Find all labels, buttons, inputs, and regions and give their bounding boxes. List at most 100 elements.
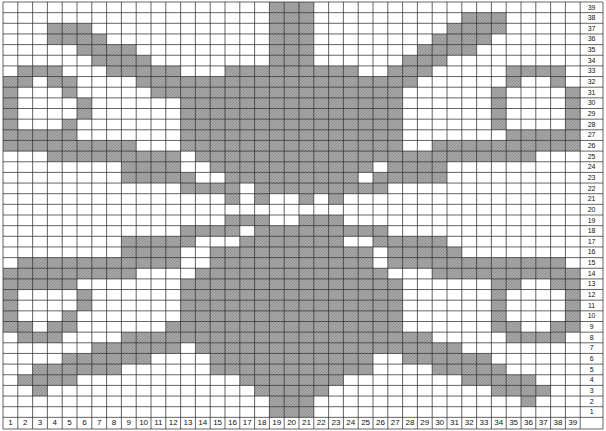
shaded-cell — [314, 162, 329, 173]
shaded-cell — [491, 258, 506, 269]
row-number: 33 — [581, 67, 602, 74]
shaded-cell — [373, 140, 388, 151]
grid-line — [3, 353, 603, 354]
shaded-cell — [358, 151, 373, 162]
shaded-cell — [77, 151, 92, 162]
shaded-cell — [181, 119, 196, 130]
shaded-cell — [255, 194, 270, 205]
column-number: 33 — [477, 419, 492, 427]
shaded-cell — [33, 130, 48, 141]
shaded-cell — [92, 151, 107, 162]
shaded-cell — [284, 279, 299, 290]
column-number: 8 — [107, 419, 122, 427]
shaded-cell — [77, 290, 92, 301]
shaded-cell — [269, 119, 284, 130]
shaded-cell — [92, 34, 107, 45]
shaded-cell — [62, 87, 77, 98]
row-number: 21 — [581, 195, 602, 202]
grid-line — [3, 374, 603, 375]
shaded-cell — [329, 109, 344, 120]
shaded-cell — [33, 140, 48, 151]
shaded-cell — [210, 247, 225, 258]
column-number: 1 — [3, 419, 18, 427]
shaded-cell — [269, 247, 284, 258]
shaded-cell — [255, 130, 270, 141]
shaded-cell — [388, 247, 403, 258]
shaded-cell — [417, 343, 432, 354]
column-number: 4 — [47, 419, 62, 427]
column-number: 28 — [403, 419, 418, 427]
shaded-cell — [329, 247, 344, 258]
shaded-cell — [491, 279, 506, 290]
shaded-cell — [136, 77, 151, 88]
grid-line — [3, 161, 603, 162]
column-number: 2 — [18, 419, 33, 427]
shaded-cell — [269, 396, 284, 407]
shaded-cell — [299, 98, 314, 109]
shaded-cell — [210, 87, 225, 98]
shaded-cell — [33, 279, 48, 290]
column-number: 37 — [536, 419, 551, 427]
column-number: 31 — [447, 419, 462, 427]
shaded-cell — [506, 140, 521, 151]
shaded-cell — [77, 353, 92, 364]
shaded-cell — [343, 77, 358, 88]
shaded-cell — [284, 322, 299, 333]
shaded-cell — [269, 45, 284, 56]
shaded-cell — [255, 343, 270, 354]
shaded-cell — [210, 151, 225, 162]
grid-line — [3, 183, 603, 184]
shaded-cell — [329, 215, 344, 226]
shaded-cell — [314, 258, 329, 269]
shaded-cell — [388, 172, 403, 183]
shaded-cell — [77, 23, 92, 34]
shaded-cell — [225, 183, 240, 194]
shaded-cell — [403, 151, 418, 162]
shaded-cell — [358, 343, 373, 354]
shaded-cell — [269, 279, 284, 290]
column-number: 18 — [255, 419, 270, 427]
shaded-cell — [136, 353, 151, 364]
shaded-cell — [299, 247, 314, 258]
shaded-cell — [388, 119, 403, 130]
shaded-cell — [269, 66, 284, 77]
shaded-cell — [284, 236, 299, 247]
shaded-cell — [136, 258, 151, 269]
row-number: 20 — [581, 206, 602, 213]
shaded-cell — [195, 119, 210, 130]
shaded-cell — [343, 98, 358, 109]
shaded-cell — [403, 332, 418, 343]
row-number: 25 — [581, 153, 602, 160]
shaded-cell — [417, 258, 432, 269]
shaded-cell — [195, 300, 210, 311]
shaded-cell — [565, 300, 580, 311]
shaded-cell — [536, 258, 551, 269]
shaded-cell — [314, 332, 329, 343]
shaded-cell — [210, 258, 225, 269]
shaded-cell — [62, 375, 77, 386]
shaded-cell — [477, 140, 492, 151]
shaded-cell — [77, 34, 92, 45]
shaded-cell — [151, 77, 166, 88]
shaded-cell — [210, 226, 225, 237]
shaded-cell — [403, 247, 418, 258]
shaded-cell — [269, 109, 284, 120]
shaded-cell — [491, 385, 506, 396]
shaded-cell — [181, 322, 196, 333]
shaded-cell — [284, 87, 299, 98]
shaded-cell — [121, 151, 136, 162]
grid-line — [3, 193, 603, 194]
shaded-cell — [358, 332, 373, 343]
shaded-cell — [477, 268, 492, 279]
shaded-cell — [343, 258, 358, 269]
shaded-cell — [240, 332, 255, 343]
shaded-cell — [373, 226, 388, 237]
shaded-cell — [225, 332, 240, 343]
shaded-cell — [284, 151, 299, 162]
shaded-cell — [536, 385, 551, 396]
shaded-cell — [151, 247, 166, 258]
shaded-cell — [62, 77, 77, 88]
shaded-cell — [62, 34, 77, 45]
shaded-cell — [107, 268, 122, 279]
shaded-cell — [269, 130, 284, 141]
